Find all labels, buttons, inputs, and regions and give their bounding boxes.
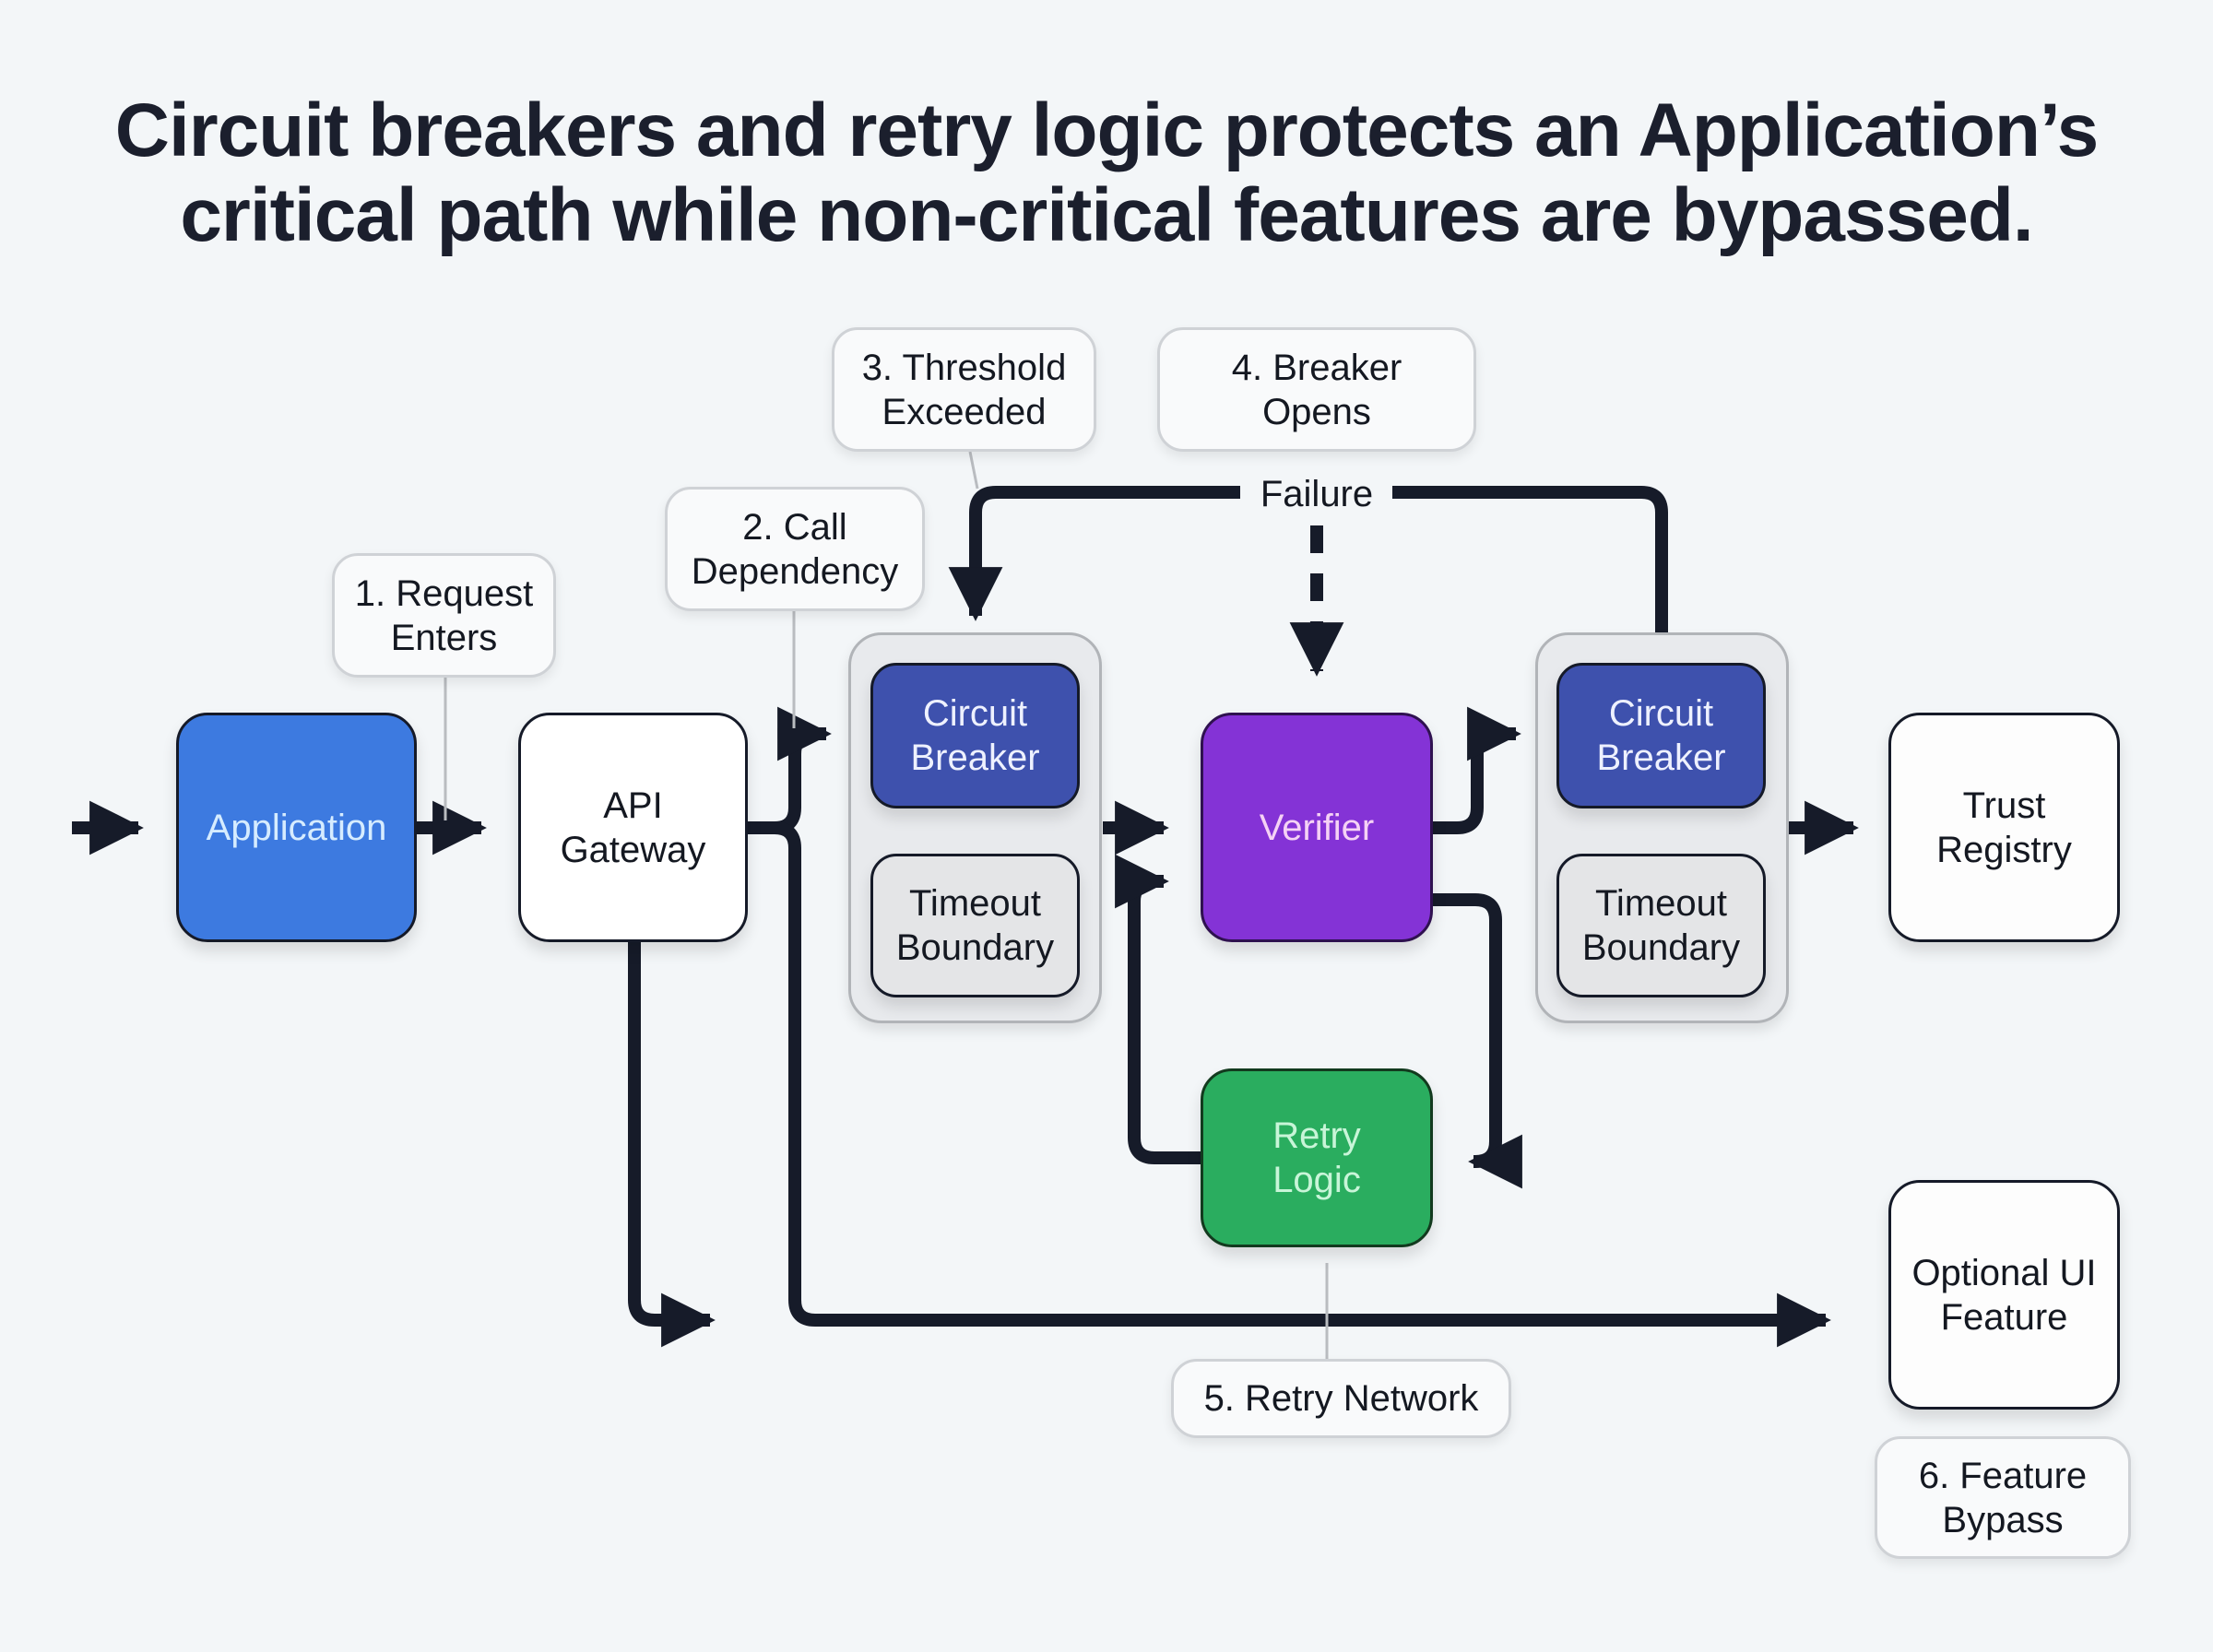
callout-2-line-1: 2. Call xyxy=(742,506,847,548)
callout-4-line-2: Opens xyxy=(1262,391,1371,432)
optional-ui-feature-label-1: Optional UI xyxy=(1911,1252,2097,1293)
callout-6-line-1: 6. Feature xyxy=(1918,1455,2088,1496)
trust-registry-label-2: Registry xyxy=(1936,829,2072,870)
callout-leader-3 xyxy=(968,451,979,490)
verifier-label: Verifier xyxy=(1259,807,1375,848)
timeout-boundary-2-label-1: Timeout xyxy=(1594,883,1727,924)
timeout-boundary-1-label-2: Boundary xyxy=(895,927,1055,968)
timeout-boundary-1-label-1: Timeout xyxy=(908,883,1041,924)
edge-verifier-to-breaker-2 xyxy=(1433,706,1521,834)
edge-gateway-bypass xyxy=(774,821,1831,1348)
callout-feature-bypass: 6. Feature Bypass xyxy=(1875,1436,2131,1559)
circuit-breaker-2-node[interactable]: Circuit Breaker xyxy=(1556,663,1766,808)
optional-ui-feature-node[interactable]: Optional UI Feature xyxy=(1888,1180,2120,1410)
timeout-boundary-2-node[interactable]: Timeout Boundary xyxy=(1556,854,1766,997)
callout-breaker-opens: 4. Breaker Opens xyxy=(1157,327,1476,452)
callout-request-enters: 1. Request Enters xyxy=(332,553,556,678)
api-gateway-label-2: Gateway xyxy=(560,829,706,870)
application-node[interactable]: Application xyxy=(176,713,417,942)
circuit-breaker-1-label-1: Circuit xyxy=(922,693,1028,734)
title-line-2: critical path while non-critical feature… xyxy=(180,173,2033,257)
title-line-1: Circuit breakers and retry logic protect… xyxy=(114,88,2100,172)
edge-retry-to-verifier xyxy=(1115,854,1201,1164)
optional-ui-feature-label-2: Feature xyxy=(1940,1296,2068,1338)
trust-registry-node[interactable]: Trust Registry xyxy=(1888,713,2120,942)
callout-4-line-1: 4. Breaker xyxy=(1231,347,1402,388)
diagram-title: Circuit breakers and retry logic protect… xyxy=(0,88,2213,258)
edge-failure-loop xyxy=(976,486,1668,663)
edge-gateway-to-breaker-1 xyxy=(748,706,832,834)
retry-logic-node[interactable]: Retry Logic xyxy=(1201,1068,1433,1247)
circuit-breaker-2-label-2: Breaker xyxy=(1596,738,1726,778)
failure-label: Failure xyxy=(1252,472,1381,516)
callout-retry-network: 5. Retry Network xyxy=(1171,1359,1511,1438)
callout-call-dependency: 2. Call Dependency xyxy=(665,487,925,611)
callout-1-line-1: 1. Request xyxy=(354,572,534,614)
circuit-breaker-1-node[interactable]: Circuit Breaker xyxy=(870,663,1080,808)
application-label: Application xyxy=(206,807,387,848)
callout-3-line-2: Exceeded xyxy=(882,391,1047,432)
trust-registry-label-1: Trust xyxy=(1962,785,2046,826)
edge-gateway-down xyxy=(628,942,716,1348)
timeout-boundary-2-label-2: Boundary xyxy=(1581,927,1741,968)
api-gateway-node[interactable]: API Gateway xyxy=(518,713,748,942)
retry-logic-label-2: Logic xyxy=(1272,1160,1361,1200)
callout-5-line-1: 5. Retry Network xyxy=(1203,1378,1479,1419)
callout-3-line-1: 3. Threshold xyxy=(861,347,1067,388)
api-gateway-label-1: API xyxy=(603,785,663,826)
timeout-boundary-1-node[interactable]: Timeout Boundary xyxy=(870,854,1080,997)
callout-threshold-exceeded: 3. Threshold Exceeded xyxy=(832,327,1096,452)
callout-1-line-2: Enters xyxy=(390,617,498,658)
edge-verifier-to-retry xyxy=(1433,893,1522,1189)
callout-6-line-2: Bypass xyxy=(1942,1499,2064,1540)
circuit-breaker-2-label-1: Circuit xyxy=(1608,693,1714,734)
circuit-breaker-1-label-2: Breaker xyxy=(910,738,1040,778)
verifier-node[interactable]: Verifier xyxy=(1201,713,1433,942)
retry-logic-label-1: Retry xyxy=(1272,1115,1361,1156)
callout-2-line-2: Dependency xyxy=(691,550,899,592)
